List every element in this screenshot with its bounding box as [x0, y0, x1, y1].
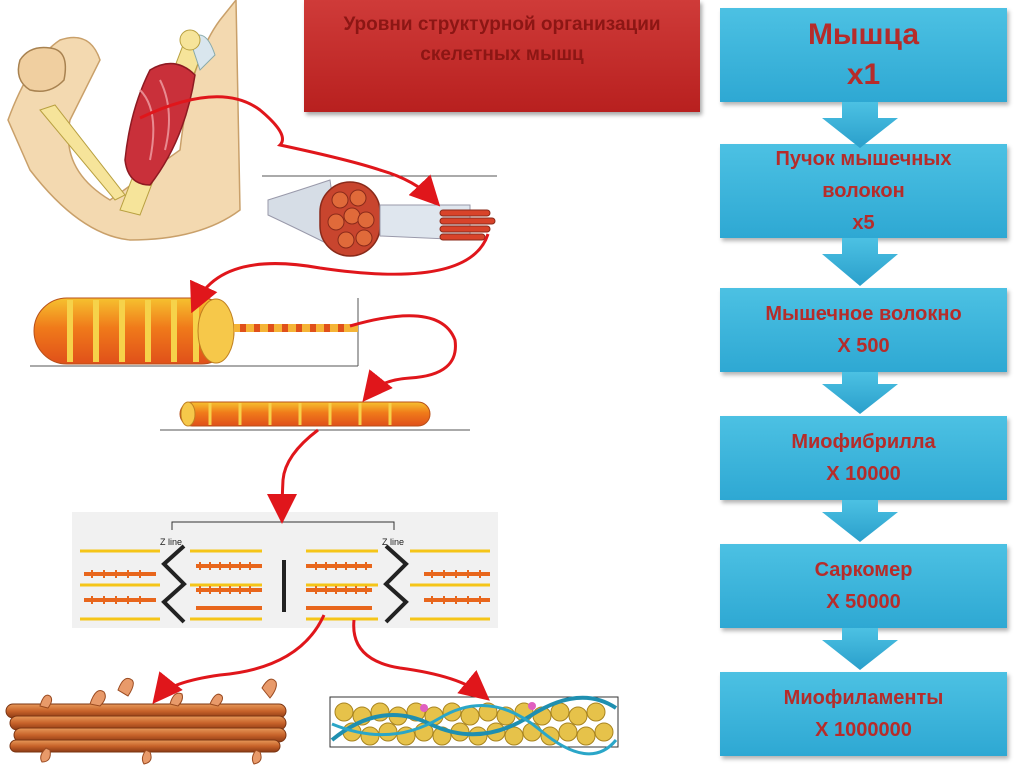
sarcomere-illustration	[72, 512, 498, 628]
level-name: Мышца	[807, 18, 920, 51]
level-box-myofibril: Миофибрилла X 10000	[720, 416, 1007, 500]
fiber-bundle-illustration	[262, 175, 497, 257]
arrow-icon	[352, 619, 490, 701]
level-box-muscle-fiber: Мышечное волокно X 500	[720, 288, 1007, 372]
z-line-label-left: Z line	[160, 537, 182, 547]
level-box-sarcomere: Саркомер X 50000	[720, 544, 1007, 628]
title-box: Уровни структурной организации скелетных…	[304, 0, 700, 112]
level-name: Мышечное волокно	[765, 303, 962, 325]
myofibril-illustration	[160, 401, 470, 431]
level-name: Миофиламенты	[783, 687, 944, 709]
thin-filament-illustration	[329, 695, 619, 756]
arrow-icon	[349, 314, 457, 403]
muscle-illustrations: Z line Z line	[5, 0, 619, 765]
level-name: Пучок мышечных волокон	[775, 148, 952, 202]
level-box-muscle: Мышца x1	[720, 8, 1007, 102]
thick-filament-illustration	[5, 677, 287, 765]
level-magnification: x1	[846, 58, 881, 91]
diagram-title: Уровни структурной организации скелетных…	[343, 14, 661, 65]
arm-muscle-illustration	[7, 0, 241, 241]
level-magnification: X 10000	[826, 463, 901, 485]
level-magnification: X 50000	[826, 591, 901, 613]
level-magnification: X 1000000	[815, 719, 912, 741]
level-name: Саркомер	[814, 559, 913, 581]
muscle-fiber-illustration	[30, 297, 359, 367]
level-magnification: x5	[852, 212, 875, 234]
level-name: Миофибрилла	[791, 431, 936, 453]
level-box-myofilaments: Миофиламенты X 1000000	[720, 672, 1007, 756]
arrow-icon	[152, 614, 326, 705]
z-line-label-right: Z line	[382, 537, 404, 547]
arrow-icon	[139, 95, 441, 207]
down-arrow-icon	[822, 628, 898, 670]
level-magnification: X 500	[837, 335, 890, 357]
connector-arrows	[139, 95, 490, 705]
down-arrow-icon	[822, 238, 898, 286]
arrow-icon	[267, 428, 319, 524]
down-arrow-icon	[822, 500, 898, 542]
level-box-fiber-bundle: Пучок мышечных волокон x5	[720, 144, 1007, 238]
down-arrow-icon	[822, 102, 898, 148]
arrow-icon	[190, 233, 490, 314]
down-arrow-icon	[822, 372, 898, 414]
